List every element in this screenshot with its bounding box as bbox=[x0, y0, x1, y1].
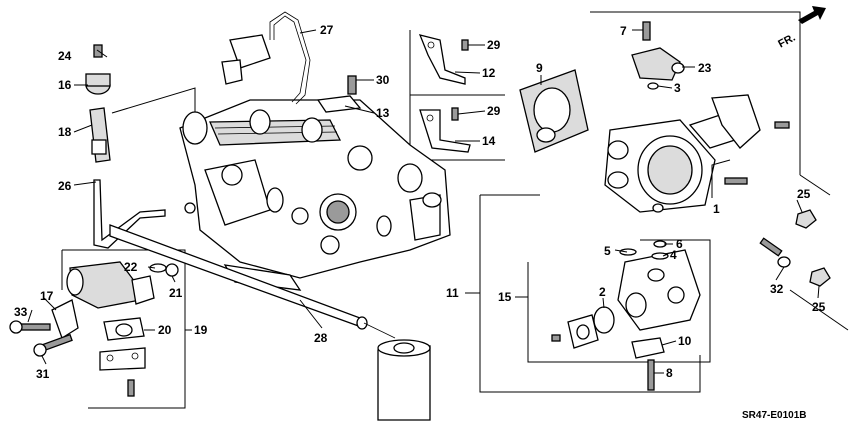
front-direction-indicator: FR. bbox=[776, 6, 826, 51]
throttle-group-frame-top bbox=[590, 11, 801, 175]
right-frame-edge-lower bbox=[789, 289, 849, 331]
callout-25-upper: 25 bbox=[797, 187, 811, 201]
callout-13: 13 bbox=[376, 106, 390, 120]
callout-19: 19 bbox=[194, 323, 208, 337]
gasket bbox=[519, 69, 589, 153]
callout-8: 8 bbox=[666, 366, 673, 380]
callout-21: 21 bbox=[169, 286, 183, 300]
callout-29-lower: 29 bbox=[487, 104, 501, 118]
callout-9: 9 bbox=[536, 61, 543, 75]
iacv-group bbox=[551, 240, 701, 391]
callout-24: 24 bbox=[58, 49, 72, 63]
callout-30: 30 bbox=[376, 73, 390, 87]
eacv-group-frame bbox=[62, 249, 186, 409]
callout-14: 14 bbox=[482, 134, 496, 148]
callout-10: 10 bbox=[678, 334, 692, 348]
callout-23: 23 bbox=[698, 61, 712, 75]
callout-7: 7 bbox=[620, 24, 627, 38]
callout-4: 4 bbox=[670, 248, 677, 262]
hoses bbox=[93, 11, 431, 421]
iac-group-frame bbox=[527, 239, 711, 363]
callout-1: 1 bbox=[713, 202, 720, 216]
group-frames bbox=[61, 11, 849, 409]
throttle-body bbox=[604, 94, 790, 213]
callout-6: 6 bbox=[676, 237, 683, 251]
front-arrow-icon bbox=[798, 6, 826, 24]
callout-3: 3 bbox=[674, 81, 681, 95]
sensor-parts bbox=[85, 44, 111, 163]
callout-16: 16 bbox=[58, 78, 72, 92]
brackets bbox=[316, 34, 471, 153]
callout-11: 11 bbox=[446, 286, 459, 300]
callout-20: 20 bbox=[158, 323, 172, 337]
callout-33: 33 bbox=[14, 305, 28, 319]
callout-17: 17 bbox=[40, 289, 54, 303]
callout-15: 15 bbox=[498, 290, 512, 304]
sensor-group-frame bbox=[111, 87, 196, 150]
callout-labels: 24 16 18 26 27 30 13 29 12 29 14 9 7 23 … bbox=[14, 23, 826, 381]
callout-31: 31 bbox=[36, 367, 50, 381]
right-frame-edge bbox=[799, 174, 831, 196]
callout-27: 27 bbox=[320, 23, 334, 37]
map-sensor bbox=[631, 21, 685, 90]
callout-26: 26 bbox=[58, 179, 72, 193]
callout-28: 28 bbox=[314, 331, 328, 345]
callout-12: 12 bbox=[482, 66, 496, 80]
callout-5: 5 bbox=[604, 244, 611, 258]
right-fasteners bbox=[759, 209, 831, 287]
front-label: FR. bbox=[776, 32, 797, 51]
callout-32: 32 bbox=[770, 282, 784, 296]
leader-lines bbox=[27, 29, 820, 374]
callout-2: 2 bbox=[599, 285, 606, 299]
callout-22: 22 bbox=[124, 260, 138, 274]
diagram-code: SR47-E0101B bbox=[742, 410, 806, 421]
callout-29-upper: 29 bbox=[487, 38, 501, 52]
intake-manifold bbox=[179, 99, 451, 291]
callout-25-lower: 25 bbox=[812, 300, 826, 314]
eacv-group bbox=[9, 261, 179, 397]
callout-18: 18 bbox=[58, 125, 72, 139]
